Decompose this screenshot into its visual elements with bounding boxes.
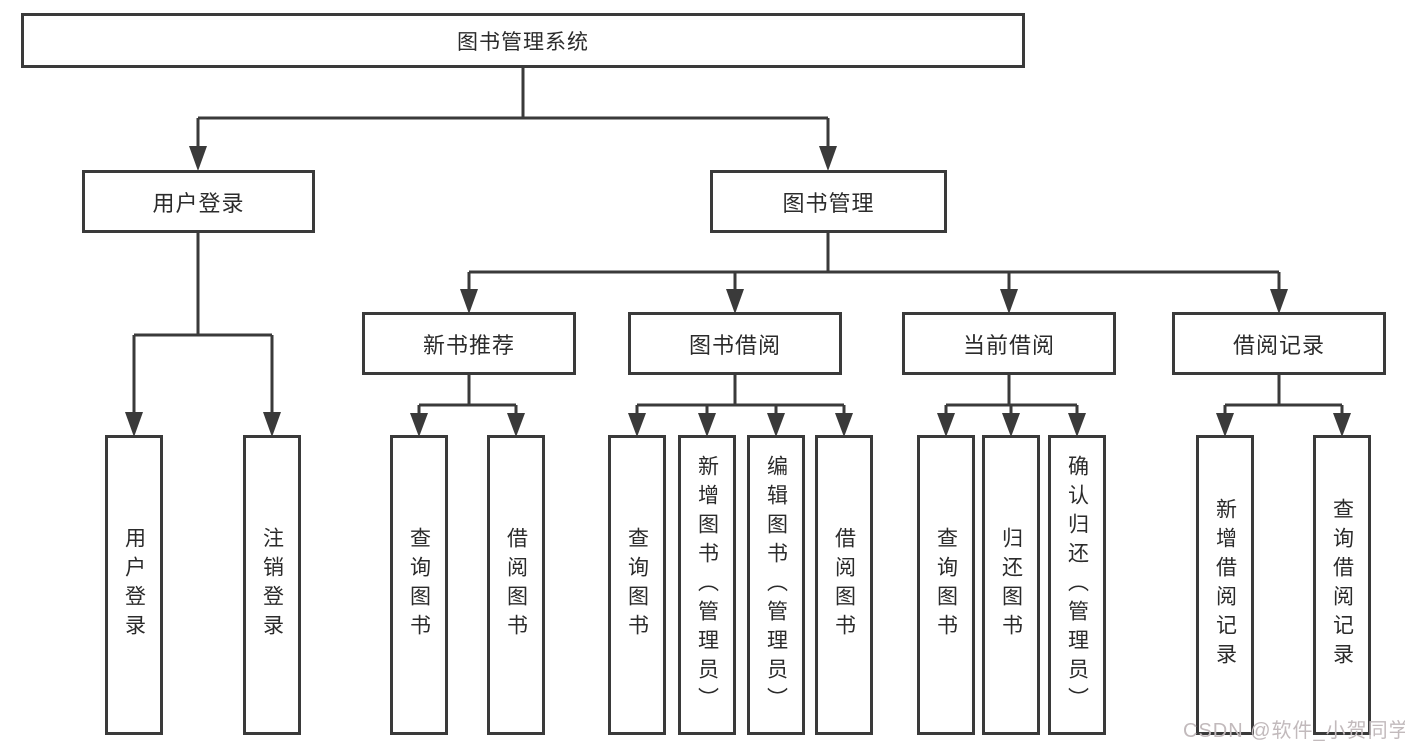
leaf-query-borrow-record: 查询借阅记录 (1313, 435, 1371, 735)
arrowhead (628, 413, 646, 437)
leaf-add-borrow-record: 新增借阅记录 (1196, 435, 1254, 735)
arrowhead (1002, 413, 1020, 437)
leaf-label: 新增图书（管理员） (695, 454, 719, 716)
leaf-label: 归还图书 (999, 527, 1023, 643)
leaf-label: 查询借阅记录 (1330, 498, 1354, 672)
leaf-label: 确认归还（管理员） (1065, 454, 1089, 716)
leaf-query-books-current: 查询图书 (917, 435, 975, 735)
arrowhead (1216, 413, 1234, 437)
node-label: 图书借阅 (688, 332, 781, 358)
leaf-logout: 注销登录 (243, 435, 301, 735)
node-label: 用户登录 (152, 190, 245, 216)
leaf-label: 注销登录 (260, 527, 284, 643)
leaf-borrow-books-newbook: 借阅图书 (487, 435, 545, 735)
leaf-add-books-admin: 新增图书（管理员） (678, 435, 736, 735)
arrowhead (1068, 413, 1086, 437)
arrowhead (460, 289, 478, 314)
node-current-borrow: 当前借阅 (902, 312, 1116, 375)
connector-currentborrow-to-leaves (944, 375, 1079, 416)
leaf-label: 编辑图书（管理员） (764, 454, 788, 716)
node-borrow-records: 借阅记录 (1172, 312, 1386, 375)
node-root-system: 图书管理系统 (21, 13, 1025, 68)
connector-userlogin-to-leaves (132, 233, 274, 416)
arrowhead (726, 289, 744, 314)
connector-newbook-to-leaves (417, 375, 518, 416)
node-label: 新书推荐 (422, 332, 515, 358)
arrowhead (1000, 289, 1018, 314)
arrowhead (1270, 289, 1288, 314)
node-book-borrow: 图书借阅 (628, 312, 842, 375)
node-label: 当前借阅 (962, 332, 1055, 358)
connector-root-to-level1 (196, 66, 830, 150)
arrowhead (819, 146, 837, 171)
leaf-label: 查询图书 (934, 527, 958, 643)
leaf-label: 借阅图书 (504, 527, 528, 643)
leaf-label: 查询图书 (407, 527, 431, 643)
node-book-management: 图书管理 (710, 170, 947, 233)
arrowhead (410, 413, 428, 437)
leaf-label: 用户登录 (122, 527, 146, 643)
arrowhead (507, 413, 525, 437)
leaf-confirm-return-admin: 确认归还（管理员） (1048, 435, 1106, 735)
arrowhead (125, 412, 143, 437)
arrowhead (937, 413, 955, 437)
leaf-query-books-borrow: 查询图书 (608, 435, 666, 735)
leaf-return-books: 归还图书 (982, 435, 1040, 735)
csdn-watermark: CSDN @软件_小贺同学 (1183, 720, 1405, 742)
leaf-label: 查询图书 (625, 527, 649, 643)
leaf-label: 借阅图书 (832, 527, 856, 643)
node-new-book-recommend: 新书推荐 (362, 312, 576, 375)
node-user-login: 用户登录 (82, 170, 315, 233)
connector-bookmgmt-to-level2 (467, 233, 1281, 292)
arrowhead (835, 413, 853, 437)
connector-borrowrecords-to-leaves (1223, 375, 1344, 416)
node-label: 图书管理 (782, 190, 875, 216)
leaf-user-login: 用户登录 (105, 435, 163, 735)
arrowhead (698, 413, 716, 437)
node-root-label: 图书管理系统 (457, 30, 589, 54)
connector-bookborrow-to-leaves (635, 375, 846, 416)
arrowhead (263, 412, 281, 437)
leaf-query-books-newbook: 查询图书 (390, 435, 448, 735)
arrowhead (767, 413, 785, 437)
leaf-borrow-books: 借阅图书 (815, 435, 873, 735)
arrowhead (189, 146, 207, 171)
leaf-edit-books-admin: 编辑图书（管理员） (747, 435, 805, 735)
arrowhead (1333, 413, 1351, 437)
node-label: 借阅记录 (1232, 332, 1325, 358)
leaf-label: 新增借阅记录 (1213, 498, 1237, 672)
